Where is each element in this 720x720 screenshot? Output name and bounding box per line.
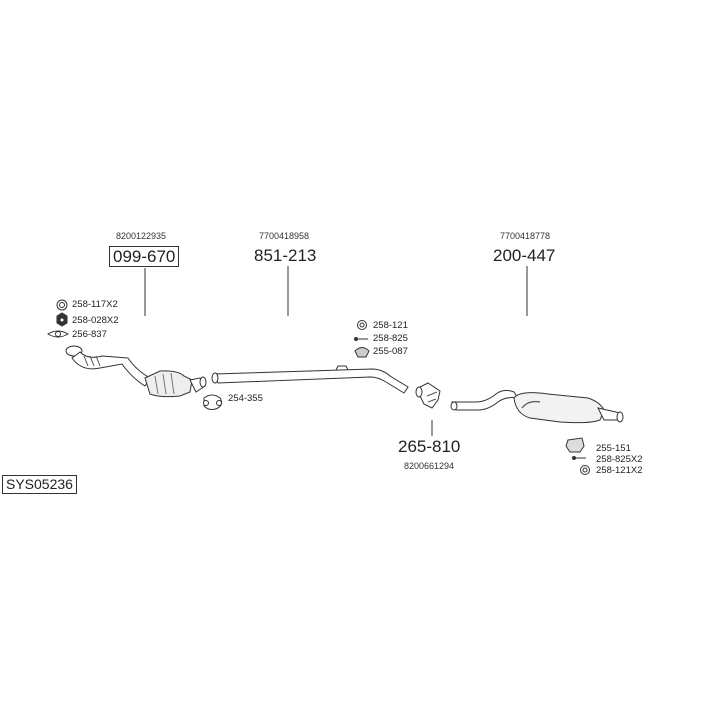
middle-oem-number: 7700418958 <box>259 231 310 241</box>
rear-accessory-0[interactable]: 255-151 <box>596 443 631 454</box>
rear-oem-number: 7700418778 <box>500 231 551 241</box>
front-accessory-2[interactable]: 256-837 <box>72 329 107 340</box>
clamp-bracket-icon <box>565 437 585 453</box>
rear-accessory-2[interactable]: 258-121X2 <box>596 465 643 476</box>
middle-part-number[interactable]: 851-213 <box>254 246 317 265</box>
joint-oem-number: 8200661294 <box>404 461 455 471</box>
joint-part-number[interactable]: 265-810 <box>398 437 461 456</box>
front-oem-number: 8200122935 <box>116 231 167 241</box>
middle-accessory-icons <box>354 320 370 358</box>
rear-accessory-1[interactable]: 258-825X2 <box>596 454 643 465</box>
middle-accessory-2[interactable]: 255-087 <box>373 346 408 357</box>
rear-part-number[interactable]: 200-447 <box>493 246 556 265</box>
middle-pipe <box>211 365 409 394</box>
system-id-label: SYS05236 <box>2 475 77 495</box>
middle-accessory-0[interactable]: 258-121 <box>373 320 408 331</box>
rear-accessory-icons <box>565 437 590 475</box>
front-accessory-0[interactable]: 258-117X2 <box>72 299 118 310</box>
clamp-accessory[interactable]: 254-355 <box>228 393 263 404</box>
clamp-254-355 <box>203 394 223 411</box>
rubber-hanger-icon-mid <box>354 347 370 358</box>
downpipe-catalyst <box>65 345 207 398</box>
front-accessory-icons <box>47 299 69 338</box>
front-part-number[interactable]: 099-670 <box>109 246 180 267</box>
front-accessory-1[interactable]: 258-028X2 <box>72 315 119 326</box>
joint-pipe-265-810 <box>415 382 441 409</box>
middle-accessory-1[interactable]: 258-825 <box>373 333 408 344</box>
rear-silencer <box>450 389 624 424</box>
